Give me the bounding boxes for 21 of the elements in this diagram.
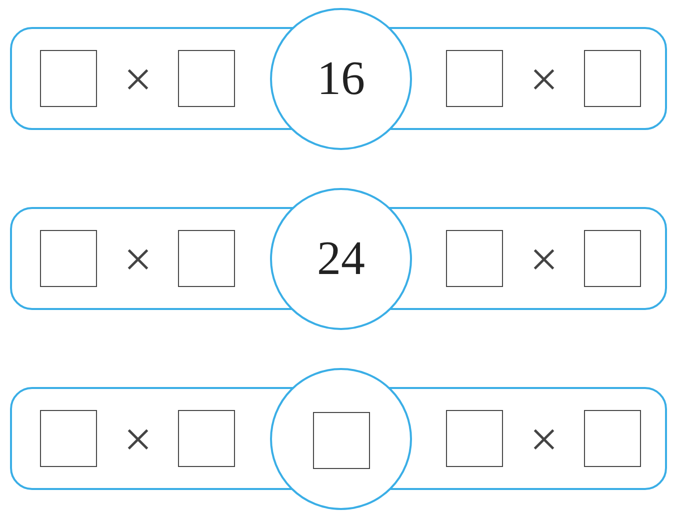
- times-sign: ×: [530, 234, 558, 284]
- answer-box: [584, 50, 641, 107]
- answer-box: [40, 410, 97, 467]
- answer-box: [446, 50, 503, 107]
- answer-box: [40, 230, 97, 287]
- answer-box: [178, 50, 235, 107]
- answer-box: [446, 410, 503, 467]
- answer-box: [178, 410, 235, 467]
- answer-box: [584, 410, 641, 467]
- times-sign: ×: [530, 54, 558, 104]
- answer-box: [40, 50, 97, 107]
- times-sign: ×: [124, 54, 152, 104]
- times-sign: ×: [530, 414, 558, 464]
- number-text: 16: [317, 55, 365, 103]
- answer-box: [446, 230, 503, 287]
- number-text: 24: [317, 235, 365, 283]
- times-sign: ×: [124, 414, 152, 464]
- answer-box: [584, 230, 641, 287]
- answer-box: [313, 412, 370, 469]
- answer-box: [178, 230, 235, 287]
- times-sign: ×: [124, 234, 152, 284]
